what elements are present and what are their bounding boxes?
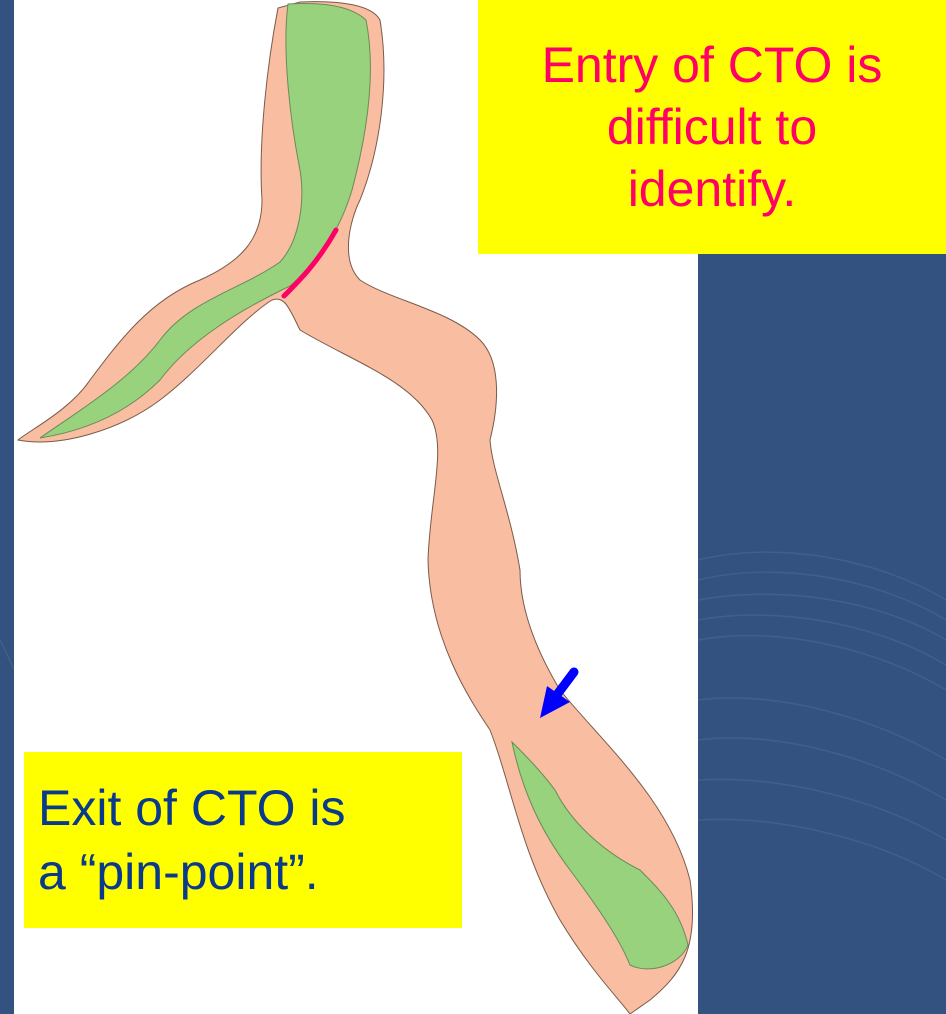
exit-callout: Exit of CTO is a “pin-point”. bbox=[24, 752, 462, 928]
proximal-lumen bbox=[39, 2, 371, 439]
exit-callout-text: Exit of CTO is a “pin-point”. bbox=[38, 780, 346, 900]
distal-lumen bbox=[511, 740, 689, 970]
exit-arrow-icon bbox=[540, 667, 579, 718]
entry-callout: Entry of CTO is difficult to identify. bbox=[478, 0, 946, 254]
entry-callout-text: Entry of CTO is difficult to identify. bbox=[541, 37, 883, 217]
entry-marker bbox=[281, 227, 339, 299]
